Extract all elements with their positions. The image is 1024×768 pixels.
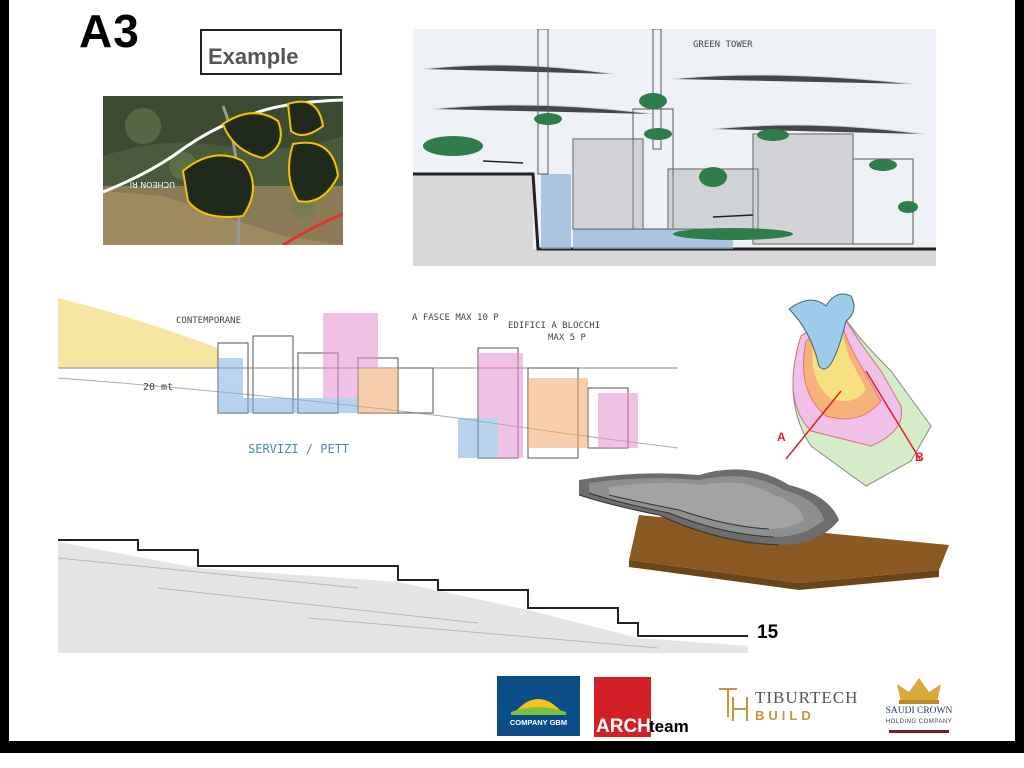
terrace-section-sketch — [58, 539, 748, 653]
sun-icon — [511, 699, 566, 715]
page-number: 15 — [757, 622, 779, 643]
gbm-logo-text: COMPANY GBM — [509, 718, 568, 727]
th-monogram-icon — [719, 688, 748, 721]
archteam-logo-arch: ARCH — [596, 716, 651, 737]
tiburtech-logo-top: TIBURTECH — [755, 688, 859, 707]
tiburtech-logo: TIBURTECH BUILD — [717, 683, 867, 728]
plan-label-a: A — [777, 430, 786, 444]
archteam-logo-team: team — [649, 717, 689, 736]
saudi-crown-underline — [889, 730, 949, 733]
annotation-max-5p: MAX 5 P — [548, 333, 587, 343]
section-sketch-top: GREEN TOWER — [413, 29, 936, 266]
annotation-fasce: A FASCE MAX 10 P — [412, 313, 499, 323]
crown-icon — [897, 678, 941, 704]
bottom-strip — [0, 753, 1024, 768]
archteam-logo: ARCH team — [594, 677, 704, 737]
example-label: Example — [200, 29, 342, 75]
section-sketch-middle: CONTEMPORANE A FASCE MAX 10 P EDIFICI A … — [58, 298, 678, 459]
tiburtech-logo-bottom: BUILD — [755, 708, 815, 723]
saudi-crown-logo: SAUDI CROWN HOLDING COMPANY — [879, 676, 959, 738]
annotation-edifici: EDIFICI A BLOCCHI — [508, 321, 600, 331]
annotation-dimension: 20 mt — [143, 382, 173, 393]
aerial-photo: UCHEON RI — [103, 96, 343, 245]
annotation-contemporane: CONTEMPORANE — [176, 316, 241, 326]
annotation-green-tower: GREEN TOWER — [693, 40, 753, 50]
map-label: UCHEON RI — [130, 180, 175, 189]
saudi-crown-logo-name: SAUDI CROWN — [885, 706, 953, 716]
annotation-services: SERVIZI / PETT — [248, 442, 349, 456]
slide: A3 Example UCHEON RI — [9, 0, 1015, 741]
plan-label-b: B — [915, 450, 924, 464]
saudi-crown-logo-sub: HOLDING COMPANY — [885, 719, 953, 725]
slide-code: A3 — [79, 5, 140, 57]
terrain-model — [579, 469, 949, 590]
company-gbm-logo: COMPANY GBM — [497, 676, 580, 736]
site-plan-sketch: A B — [777, 293, 932, 487]
